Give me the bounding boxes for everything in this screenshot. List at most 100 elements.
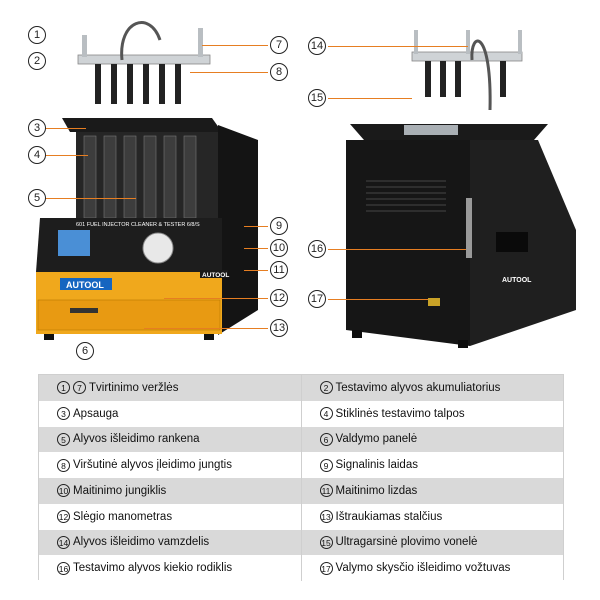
glass-cylinders xyxy=(83,135,197,219)
leader-line-15 xyxy=(328,98,412,100)
callout-6: 6 xyxy=(76,342,94,360)
legend-row: 8 Viršutinė alyvos įleidimo jungtis 9 Si… xyxy=(39,452,563,478)
lcd-screen xyxy=(58,230,90,256)
legend-number: 6 xyxy=(319,432,333,446)
legend-label: Slėgio manometras xyxy=(73,510,173,523)
injector xyxy=(425,61,431,97)
top-rail xyxy=(77,54,211,65)
legend-label: Alyvos išleidimo vamzdelis xyxy=(73,536,210,549)
callout-5: 5 xyxy=(28,189,46,207)
legend-number: 9 xyxy=(319,458,333,472)
callout-16: 16 xyxy=(308,240,326,258)
legend-cell: 5 Alyvos išleidimo rankena xyxy=(39,427,301,453)
legend-cell: 15 Ultragarsinė plovimo vonelė xyxy=(300,529,564,556)
legend-cell: 11 Maitinimo lizdas xyxy=(300,478,564,504)
legend-number: 8 xyxy=(57,458,70,472)
model-label: 601 FUEL INJECTOR CLEANER & TESTER 6/8/S xyxy=(76,222,200,228)
vent-slot xyxy=(366,204,446,206)
injector xyxy=(159,64,165,104)
legend-cell: 10 Maitinimo jungiklis xyxy=(39,478,301,504)
legend-label: Testavimo alyvos akumuliatorius xyxy=(335,381,501,394)
injector-row xyxy=(95,64,181,104)
leader-line-7 xyxy=(202,45,268,47)
legend-cell: 8 Viršutinė alyvos įleidimo jungtis xyxy=(39,452,301,478)
legend-label: Alyvos išleidimo rankena xyxy=(73,433,200,446)
legend-label: Stiklinės testavimo talpos xyxy=(335,407,465,420)
injector xyxy=(143,64,149,104)
legend-cell: 14 Alyvos išleidimo vamzdelis xyxy=(39,530,301,556)
glass-cylinder xyxy=(103,135,117,219)
vent-slot xyxy=(366,210,446,212)
pressure-gauge xyxy=(142,232,174,264)
product-illustration: 601 FUEL INJECTOR CLEANER & TESTER 6/8/S… xyxy=(28,21,576,360)
leader-line-11 xyxy=(244,270,268,272)
front-machine: 601 FUEL INJECTOR CLEANER & TESTER 6/8/S… xyxy=(36,21,258,340)
leader-line-3 xyxy=(46,128,86,130)
fixing-stud xyxy=(414,30,418,54)
foot xyxy=(458,340,468,348)
front-logo-badge xyxy=(60,278,112,290)
callout-10: 10 xyxy=(270,239,288,257)
legend-label: Maitinimo jungiklis xyxy=(73,484,167,497)
legend-row: 12 Slėgio manometras 13 Ištraukiamas sta… xyxy=(39,503,563,530)
leader-line-4 xyxy=(46,155,88,157)
leader-line-13 xyxy=(144,328,268,330)
callout-11: 11 xyxy=(270,261,288,279)
side-logo-rear-machine: AUTOOL xyxy=(502,277,532,284)
vent-slot xyxy=(366,198,446,200)
callout-7: 7 xyxy=(270,36,288,54)
leader-line-16 xyxy=(328,249,466,251)
glass-cylinder xyxy=(163,135,177,219)
rear-machine: AUTOOL xyxy=(346,30,576,348)
injector xyxy=(127,64,133,104)
leader-line-8 xyxy=(190,72,268,74)
front-logo: AUTOOL xyxy=(66,280,104,290)
legend-number: 4 xyxy=(319,407,333,421)
legend-label: Ištraukiamas stalčius xyxy=(335,510,443,523)
guard-plate xyxy=(62,118,222,132)
glass-cylinder xyxy=(183,135,197,219)
legend-cell: 16 Testavimo alyvos kiekio rodiklis xyxy=(39,555,301,581)
foot xyxy=(204,334,214,340)
injector xyxy=(111,64,117,104)
callout-1: 1 xyxy=(28,26,46,44)
legend-row: 1 7 Tvirtinimo veržlės 2 Testavimo alyvo… xyxy=(39,375,563,401)
legend-label: Ultragarsinė plovimo vonelė xyxy=(335,536,478,549)
callout-15: 15 xyxy=(308,89,326,107)
ultrasonic-bath xyxy=(404,125,458,135)
legend-number: 2 xyxy=(319,381,333,395)
legend-number: 11 xyxy=(319,484,333,498)
drawer xyxy=(37,299,221,331)
callout-8: 8 xyxy=(270,63,288,81)
legend-number: 14 xyxy=(57,535,70,549)
legend-number: 12 xyxy=(57,510,70,524)
legend-label: Valymo skysčio išleidimo vožtuvas xyxy=(335,562,511,575)
legend-cell: 12 Slėgio manometras xyxy=(39,504,301,530)
legend-number: 7 xyxy=(73,381,86,395)
vent-slot xyxy=(366,186,446,188)
legend-number: 15 xyxy=(319,535,333,549)
leader-line-9 xyxy=(244,226,268,228)
legend-number: 1 xyxy=(57,381,70,395)
leader-line-5 xyxy=(46,198,136,200)
drain-valve[interactable] xyxy=(428,298,440,306)
legend-label: Maitinimo lizdas xyxy=(335,484,418,497)
leader-line-14 xyxy=(328,46,468,48)
legend-label: Signalinis laidas xyxy=(335,459,418,472)
callout-9: 9 xyxy=(270,217,288,235)
injector-row xyxy=(425,61,506,97)
rear-cabinet-back xyxy=(346,140,470,346)
cabinet-side xyxy=(218,125,258,335)
carry-handle xyxy=(496,232,528,252)
machine-drawings: 601 FUEL INJECTOR CLEANER & TESTER 6/8/S… xyxy=(36,21,576,348)
glass-cylinder xyxy=(83,135,97,219)
glass-cylinder xyxy=(123,135,137,219)
leader-line-17 xyxy=(328,299,428,301)
vent-grille xyxy=(366,180,446,212)
legend-row: 14 Alyvos išleidimo vamzdelis 15 Ultraga… xyxy=(39,529,564,556)
callout-14: 14 xyxy=(308,37,326,55)
side-logo-front-machine: AUTOOL xyxy=(202,272,229,279)
drawer-handle[interactable] xyxy=(70,308,98,313)
callout-13: 13 xyxy=(270,319,288,337)
legend-label: Viršutinė alyvos įleidimo jungtis xyxy=(73,459,232,472)
